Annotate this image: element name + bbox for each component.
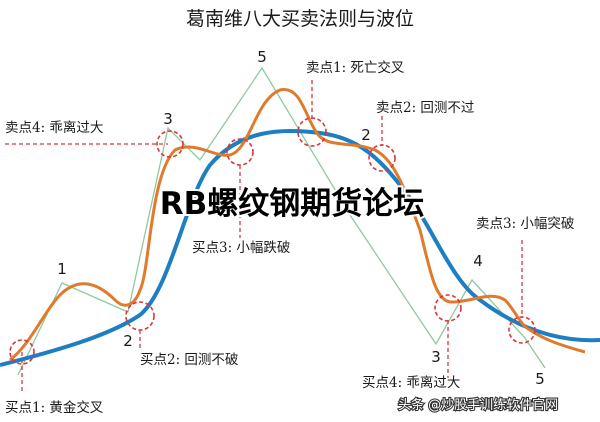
marker-sell-1 bbox=[297, 117, 327, 147]
label-buy-2: 买点2: 回测不破 bbox=[140, 352, 238, 368]
label-sell-4: 卖点4: 乖离过大 bbox=[5, 119, 103, 136]
wave-number: 3 bbox=[163, 110, 173, 128]
marker-sell-2 bbox=[368, 144, 396, 172]
wave-number: 5 bbox=[535, 370, 545, 388]
watermark: RB螺纹钢期货论坛 bbox=[160, 186, 425, 222]
wave-number: 1 bbox=[57, 260, 67, 278]
signal-markers bbox=[9, 117, 536, 365]
wave-number: 4 bbox=[473, 252, 483, 270]
marker-sell-4 bbox=[156, 130, 184, 158]
label-buy-4: 买点4: 乖离过大 bbox=[362, 374, 460, 391]
wave-number: 5 bbox=[257, 48, 267, 66]
guide-lines bbox=[5, 80, 523, 392]
moving-average-line bbox=[0, 128, 600, 367]
credit-text: 头条 @炒股手训练软件官网 bbox=[398, 397, 558, 413]
label-sell-2: 卖点2: 回测不过 bbox=[376, 100, 475, 116]
marker-buy-3 bbox=[226, 138, 254, 166]
label-sell-1: 卖点1: 死亡交叉 bbox=[306, 59, 405, 76]
label-buy-3: 买点3: 小幅跌破 bbox=[192, 240, 290, 256]
wave-number: 3 bbox=[431, 348, 441, 366]
diagram-title: 葛南维八大买卖法则与波位 bbox=[186, 8, 414, 30]
label-buy-1: 买点1: 黄金交叉 bbox=[5, 399, 104, 416]
label-sell-3: 卖点3: 小幅突破 bbox=[476, 216, 574, 232]
marker-sell-3 bbox=[508, 316, 536, 344]
wave-number: 2 bbox=[123, 332, 133, 350]
wave-line bbox=[17, 66, 546, 376]
price-curve bbox=[9, 88, 586, 362]
marker-buy-4 bbox=[434, 294, 462, 322]
wave-number: 2 bbox=[361, 126, 371, 144]
marker-buy-1 bbox=[9, 339, 35, 365]
marker-buy-2 bbox=[125, 301, 155, 331]
